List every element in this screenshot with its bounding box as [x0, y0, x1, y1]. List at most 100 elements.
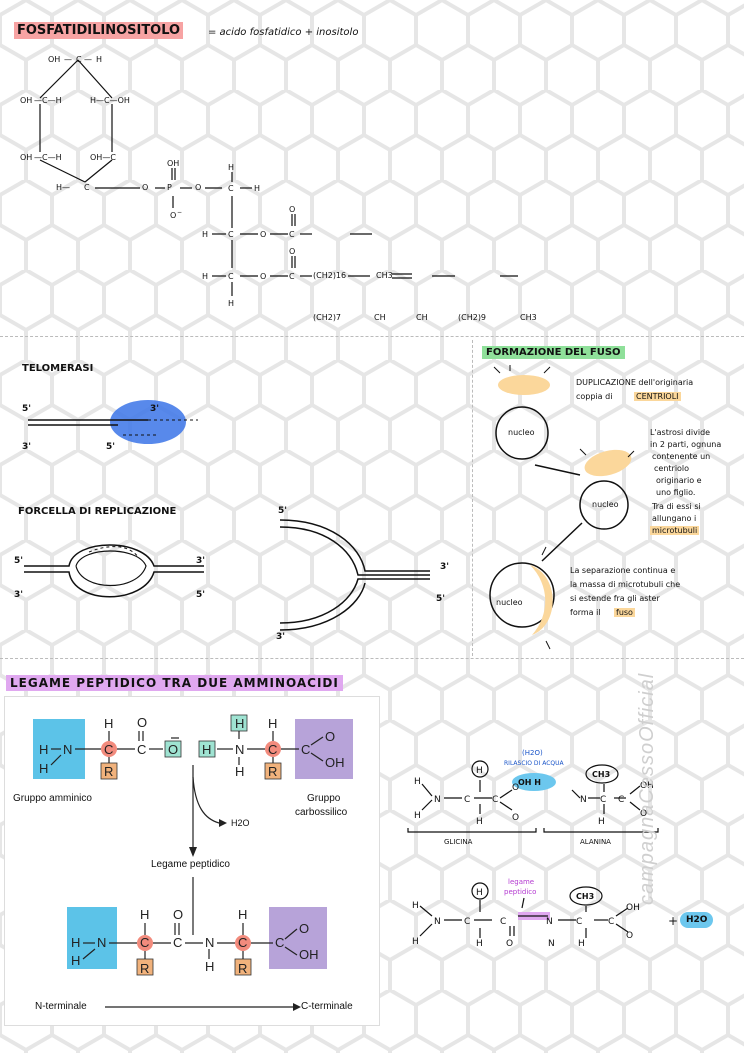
- h2o-badge: H2O: [680, 912, 714, 928]
- svg-text:C: C: [84, 183, 90, 192]
- svg-text:H: H: [412, 937, 419, 947]
- svg-text:OH: OH: [167, 159, 179, 168]
- watermark: campagnaCessoOfficial: [636, 672, 658, 905]
- fuso-note2h: allungano i: [652, 514, 697, 523]
- svg-text:H: H: [268, 716, 277, 731]
- svg-text:C: C: [104, 742, 113, 757]
- fuso-note2i: microtubuli: [650, 526, 700, 535]
- svg-text:P: P: [167, 183, 172, 192]
- svg-text:H: H: [254, 184, 260, 193]
- svg-text:H: H: [228, 163, 234, 172]
- fuso-note1b: coppia di: [576, 392, 613, 401]
- forcella-bot5: 5': [436, 594, 446, 604]
- alanina-label: ALANINA: [580, 838, 611, 846]
- replication-bubble: [24, 544, 204, 598]
- legame-peptidico-label: Legame peptidico: [151, 859, 230, 870]
- svg-text:O: O: [506, 939, 513, 949]
- forcella-title: FORCELLA DI REPLICAZIONE: [18, 506, 177, 517]
- chain1-label: (CH2)16: [313, 271, 347, 280]
- forcella-left3: 3': [14, 590, 24, 600]
- svg-text:N: N: [548, 939, 555, 949]
- oh-h-label: OH H: [518, 778, 541, 787]
- divider-2: [0, 658, 744, 659]
- svg-text:C: C: [464, 795, 470, 805]
- svg-text:N: N: [434, 795, 441, 805]
- forcella-right5: 5': [196, 590, 206, 600]
- svg-text:C: C: [618, 795, 624, 805]
- svg-text:OH: OH: [299, 947, 319, 962]
- divider-1: [0, 336, 744, 337]
- fuso-title: FORMAZIONE DEL FUSO: [482, 346, 625, 359]
- svg-text:H: H: [414, 777, 421, 787]
- svg-text:H: H: [235, 716, 244, 731]
- svg-text:H: H: [71, 935, 80, 950]
- svg-text:H: H: [476, 888, 483, 898]
- fuso-note2g: Tra di essi si: [652, 502, 701, 511]
- svg-text:H: H: [39, 742, 48, 757]
- svg-text:−: −: [177, 209, 182, 216]
- chain2-mid2: CH: [416, 313, 428, 322]
- chain2-tail: (CH2)9: [458, 313, 487, 322]
- svg-text:C: C: [289, 230, 295, 239]
- forcella-right3: 3': [196, 556, 206, 566]
- svg-text:OH: OH: [48, 55, 60, 64]
- svg-text:O: O: [512, 783, 519, 793]
- chain2-end: CH3: [520, 313, 537, 322]
- svg-text:R: R: [104, 764, 113, 779]
- svg-text:N: N: [580, 795, 587, 805]
- svg-text:H: H: [238, 907, 247, 922]
- svg-text:C: C: [228, 272, 234, 281]
- svg-text:O: O: [260, 230, 266, 239]
- svg-text:C: C: [140, 935, 149, 950]
- fuso-note3d: forma il: [570, 608, 601, 617]
- svg-text:H: H: [476, 939, 483, 949]
- rilascio-label: RILASCIO DI ACQUA: [504, 760, 564, 767]
- svg-text:OH: OH: [20, 96, 32, 105]
- svg-text:N: N: [546, 917, 553, 927]
- svg-text:O: O: [299, 921, 309, 936]
- svg-text:H: H: [202, 230, 208, 239]
- fuso-note3c: si estende fra gli aster: [570, 594, 660, 603]
- fuso-note1a: DUPLICAZIONE dell'originaria: [576, 378, 694, 387]
- chain2-mid: CH: [374, 313, 386, 322]
- forcella-bot3: 3': [276, 632, 286, 642]
- fuso-note2c: contenente un: [652, 452, 711, 461]
- nucleo-1: nucleo: [508, 428, 535, 437]
- svg-text:O: O: [195, 183, 201, 192]
- svg-text:N: N: [434, 917, 441, 927]
- h2o-top-label: (H2O): [522, 749, 543, 757]
- svg-text:H: H: [202, 272, 208, 281]
- n-terminale-label: N-terminale: [35, 1001, 87, 1012]
- chain1-end: CH3: [376, 271, 393, 280]
- h2o-release-label: H2O: [231, 818, 250, 828]
- telomerasi-r5: 5': [106, 442, 116, 452]
- svg-text:O: O: [260, 272, 266, 281]
- svg-text:OH: OH: [626, 903, 640, 913]
- fuso-note3b: la massa di microtubuli che: [570, 580, 681, 589]
- fuso-note2f: uno figlio.: [656, 488, 696, 497]
- svg-text:H: H: [205, 959, 214, 974]
- svg-text:H—C—OH: H—C—OH: [90, 96, 130, 105]
- telomerasi-r3: 3': [150, 404, 160, 414]
- forcella-mid3: 3': [440, 562, 450, 572]
- svg-text:—C—H: —C—H: [34, 153, 62, 162]
- svg-text:H: H: [228, 299, 234, 308]
- svg-text:C: C: [492, 795, 498, 805]
- svg-text:C: C: [576, 917, 582, 927]
- svg-text:H: H: [476, 817, 483, 827]
- telomerasi-l5: 5': [22, 404, 32, 414]
- svg-text:O: O: [137, 715, 147, 730]
- forcella-top5: 5': [278, 506, 288, 516]
- svg-text:H: H: [104, 716, 113, 731]
- svg-text:O: O: [173, 907, 183, 922]
- svg-text:OH: OH: [325, 755, 345, 770]
- svg-text:N: N: [63, 742, 72, 757]
- section1-title: FOSFATIDILINOSITOLO: [14, 22, 184, 39]
- svg-text:C: C: [173, 935, 182, 950]
- svg-text:H: H: [202, 742, 211, 757]
- gruppo-amminico-label: Gruppo amminico: [13, 793, 92, 804]
- svg-text:C: C: [268, 742, 277, 757]
- svg-text:C: C: [228, 184, 234, 193]
